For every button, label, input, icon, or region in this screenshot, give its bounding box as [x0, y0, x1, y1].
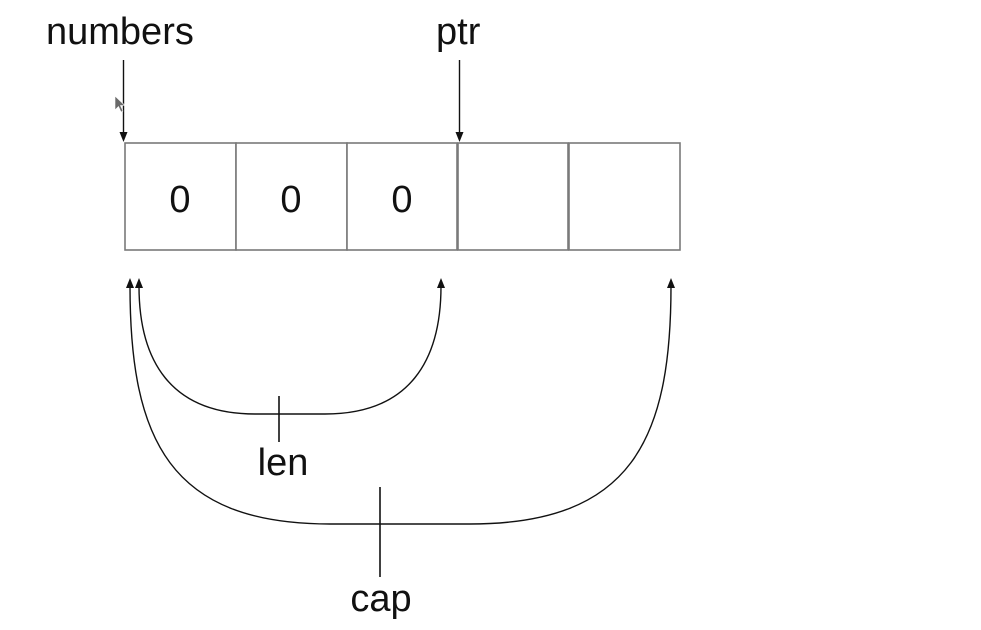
ptr-label: ptr: [436, 11, 481, 53]
len-label: len: [258, 442, 309, 484]
numbers-label: numbers: [46, 11, 194, 53]
cell-value: 0: [280, 179, 301, 221]
mouse-cursor-icon: [114, 95, 126, 113]
cap-brace: [126, 278, 675, 577]
cell-value: 0: [391, 179, 412, 221]
array-cell: [457, 142, 569, 251]
len-brace: [135, 278, 445, 442]
array-cell: [568, 142, 681, 251]
ptr-arrow: [455, 60, 464, 142]
cap-label: cap: [350, 578, 411, 620]
array-cell: [235, 142, 348, 251]
cell-value: 0: [169, 179, 190, 221]
array-cell: [124, 142, 237, 251]
array-cells: 0 0 0: [124, 142, 681, 251]
array-cell: [346, 142, 458, 251]
numbers-arrow: [119, 60, 128, 142]
